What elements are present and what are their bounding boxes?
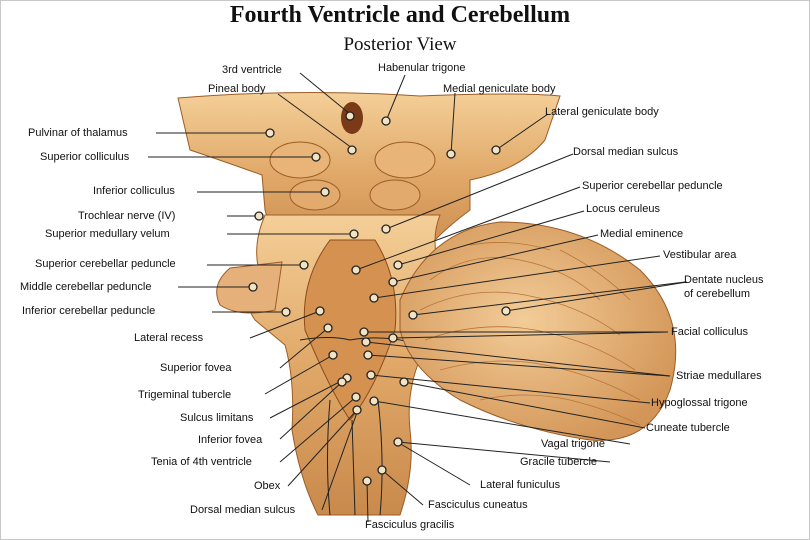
label-dorsal-median-sulcus-bottom: Dorsal median sulcus (190, 504, 296, 516)
label-trochlear-nerve: Trochlear nerve (IV) (78, 210, 176, 222)
label-sulcus-limitans: Sulcus limitans (180, 412, 254, 424)
label-3rd-ventricle: 3rd ventricle (222, 64, 282, 76)
label-tenia-of-4th-ventricle: Tenia of 4th ventricle (151, 456, 252, 468)
inferior-colliculus-right (369, 179, 421, 211)
leader-lines (148, 72, 688, 523)
label-fasciculus-cuneatus: Fasciculus cuneatus (428, 499, 528, 511)
label-vagal-trigone: Vagal trigone (541, 438, 606, 450)
label-lateral-geniculate-body: Lateral geniculate body (545, 106, 659, 118)
label-inferior-fovea: Inferior fovea (198, 434, 263, 446)
label-hypoglossal-trigone: Hypoglossal trigone (651, 397, 748, 409)
label-obex: Obex (254, 480, 281, 492)
label-vestibular-area: Vestibular area (663, 249, 737, 261)
label-trigeminal-tubercle: Trigeminal tubercle (138, 389, 232, 401)
label-fasciculus-gracilis: Fasciculus gracilis (365, 519, 455, 531)
label-superior-cerebellar-peduncle-right: Superior cerebellar peduncle (582, 180, 723, 192)
label-middle-cerebellar-peduncle: Middle cerebellar peduncle (20, 281, 152, 293)
marker-dots (248, 111, 511, 486)
label-inferior-colliculus: Inferior colliculus (93, 185, 175, 197)
label-facial-colliculus: Facial colliculus (671, 326, 749, 338)
diagram-subtitle: Posterior View (343, 34, 457, 55)
label-superior-medullary-velum: Superior medullary velum (45, 228, 170, 240)
label-superior-colliculus: Superior colliculus (40, 151, 130, 163)
label-dentate-nucleus-line2: of cerebellum (684, 288, 751, 300)
striae-medullares-left (299, 337, 351, 341)
label-medial-eminence: Medial eminence (600, 228, 684, 240)
label-pineal-body: Pineal body (208, 83, 266, 95)
label-striae-medullares: Striae medullares (676, 370, 762, 382)
label-pulvinar-of-thalamus: Pulvinar of thalamus (28, 127, 128, 139)
label-lateral-funiculus: Lateral funiculus (480, 479, 561, 491)
cerebellar-folia (419, 242, 641, 426)
label-medial-geniculate-body: Medial geniculate body (443, 83, 556, 95)
superior-colliculus-left (269, 141, 331, 179)
label-superior-fovea: Superior fovea (160, 362, 232, 374)
label-dorsal-median-sulcus-top: Dorsal median sulcus (573, 146, 679, 158)
cerebellum-cut-section (399, 221, 677, 441)
label-cuneate-tubercle: Cuneate tubercle (646, 422, 730, 434)
label-habenular-trigone: Habenular trigone (378, 62, 466, 74)
label-locus-ceruleus: Locus ceruleus (586, 203, 660, 215)
superior-colliculus-right (374, 141, 436, 179)
inferior-colliculus-left (289, 179, 341, 211)
label-superior-cerebellar-peduncle-left: Superior cerebellar peduncle (35, 258, 176, 270)
label-dentate-nucleus-line1: Dentate nucleus (684, 274, 764, 286)
label-gracile-tubercle: Gracile tubercle (520, 456, 598, 468)
label-inferior-cerebellar-peduncle: Inferior cerebellar peduncle (22, 305, 156, 317)
label-lateral-recess: Lateral recess (134, 332, 204, 344)
diagram-title: Fourth Ventricle and Cerebellum (229, 2, 571, 28)
